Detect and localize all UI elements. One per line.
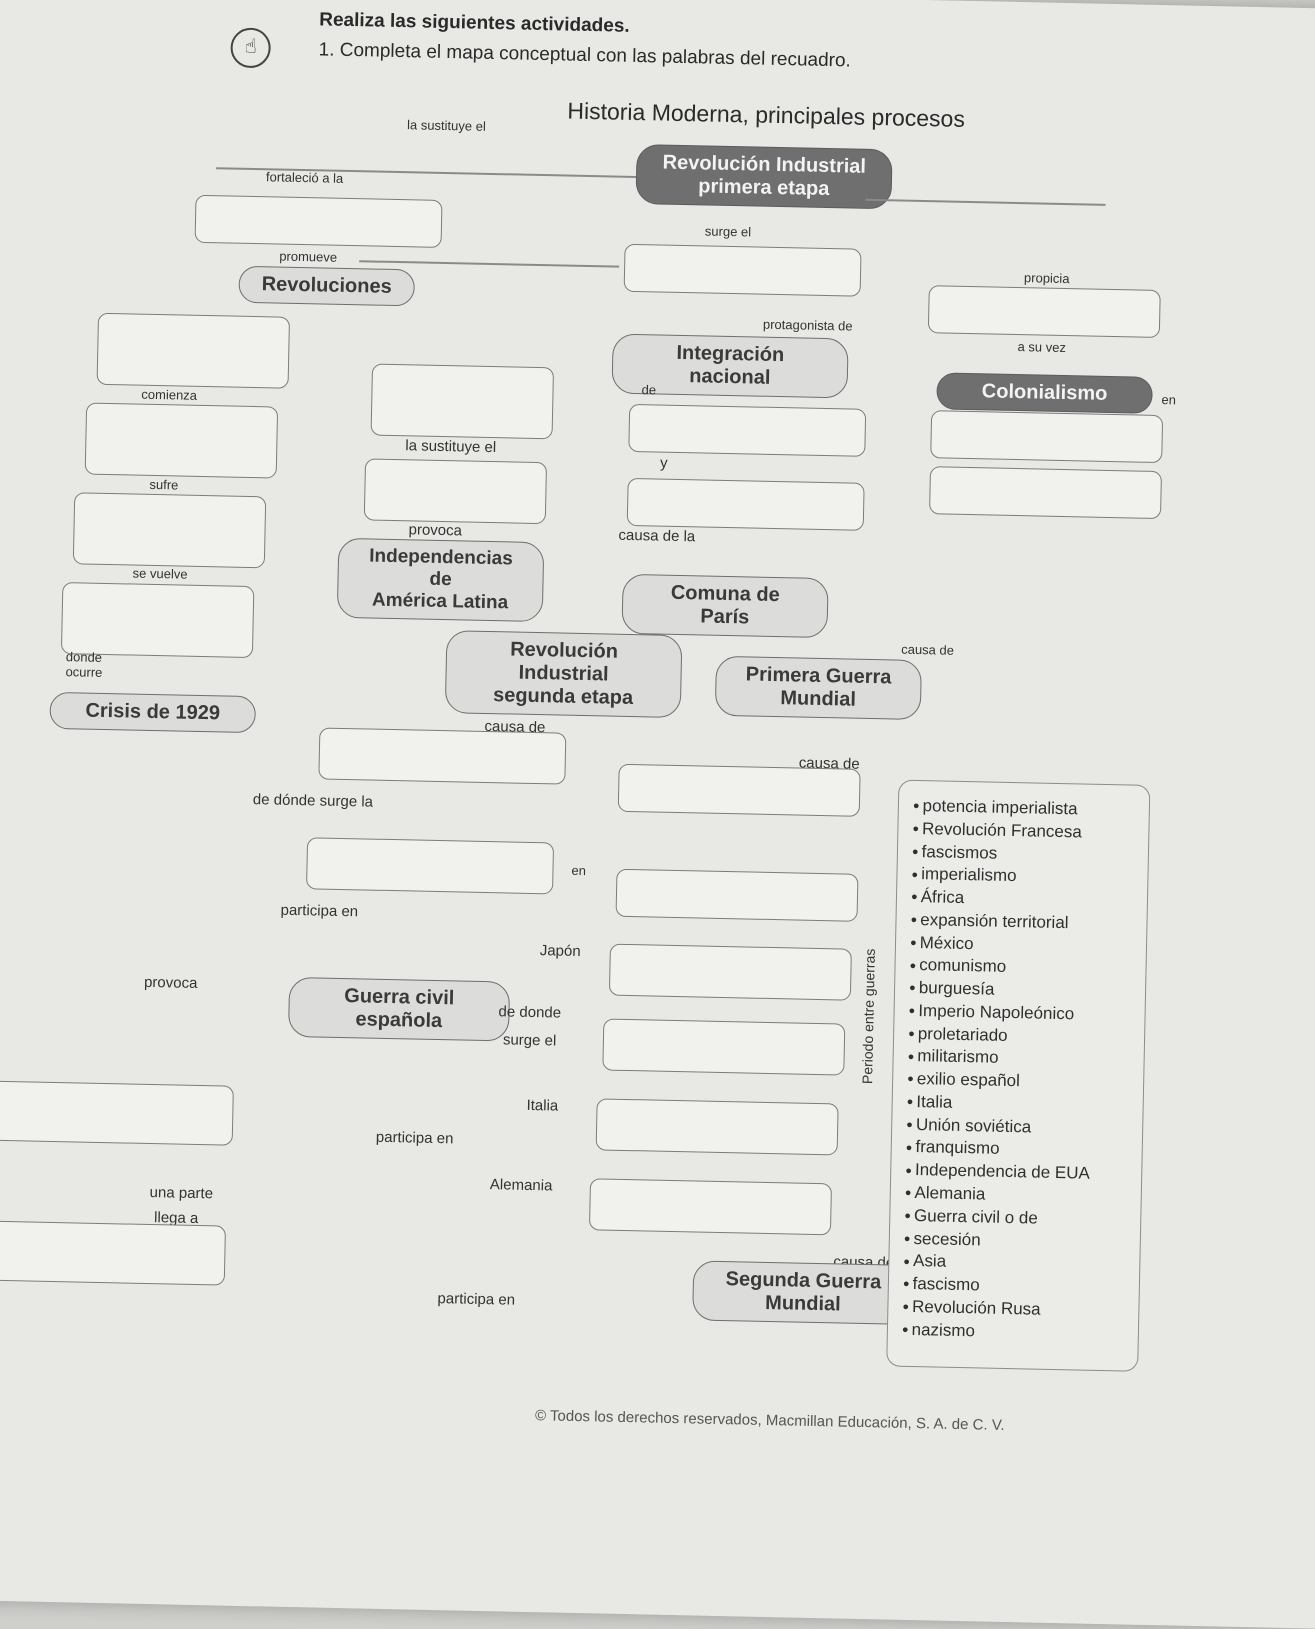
connector-la-sustituye-el: la sustituye el — [405, 437, 497, 457]
blank-box-23[interactable] — [0, 1220, 226, 1286]
map-title: Historia Moderna, principales procesos — [567, 97, 966, 132]
blank-box-19[interactable] — [602, 1018, 846, 1076]
node-comuna-paris: Comuna de París — [621, 573, 829, 639]
word-bank: potencia imperialistaRevolución Francesa… — [886, 779, 1151, 1372]
blank-box-11[interactable] — [626, 477, 865, 531]
connector-comienza: comienza — [141, 386, 198, 403]
blank-box-14[interactable] — [318, 727, 567, 785]
blank-box-5[interactable] — [84, 402, 279, 479]
node-revolucion-industrial-2: Revolución Industrial segunda etapa — [444, 630, 683, 719]
connector-japon: Japón — [539, 942, 581, 960]
node-segunda-guerra: Segunda Guerra Mundial — [692, 1260, 915, 1326]
connector-italia: Italia — [526, 1096, 559, 1115]
connector-fortalecio: fortaleció a la — [265, 169, 344, 186]
node-colonialismo: Colonialismo — [936, 372, 1153, 414]
blank-box-12[interactable] — [930, 410, 1164, 464]
blank-box-2[interactable] — [623, 243, 862, 297]
blank-box-21[interactable] — [0, 1080, 234, 1146]
blank-box-13[interactable] — [929, 466, 1162, 520]
connector-propicia: propicia — [1023, 270, 1070, 287]
blank-box-7[interactable] — [60, 582, 255, 659]
connector-participa-en-2: participa en — [375, 1128, 454, 1148]
connector-causa-de-right: causa de — [901, 641, 955, 658]
node-rev-ind-1-line1: Revolución Industrial — [662, 151, 867, 178]
node-primera-guerra-line1: Primera Guerra — [745, 663, 892, 689]
connector-ocurre: ocurre — [65, 664, 103, 680]
connector-surge-el-2: surge el — [502, 1031, 557, 1050]
node-rev-ind-2-line2: segunda etapa — [492, 684, 634, 710]
connector-participa-en-1: participa en — [280, 901, 359, 921]
blank-box-9[interactable] — [363, 458, 548, 525]
connector-causa-de-la: causa de la — [618, 526, 696, 546]
connector-line — [865, 198, 1106, 206]
node-crisis-1929: Crisis de 1929 — [49, 691, 257, 734]
connector-provoca-mid: provoca — [408, 521, 463, 540]
activity-text: 1. Completa el mapa conceptual con las p… — [318, 39, 852, 72]
blank-box-8[interactable] — [370, 363, 555, 440]
connector-alemania: Alemania — [489, 1176, 553, 1195]
connector-protagonista-de: protagonista de — [762, 316, 853, 334]
node-rev-ind-2-line1: Revolución Industrial — [509, 638, 619, 686]
node-guerra-civil-line2: española — [355, 1008, 443, 1033]
node-revoluciones: Revoluciones — [238, 265, 416, 307]
blank-box-15[interactable] — [617, 763, 861, 817]
connector-line — [359, 260, 620, 268]
connector-la-sustituye-el-top: la sustituye el — [406, 117, 486, 134]
node-rev-ind-1-line2: primera etapa — [698, 175, 830, 201]
blank-box-6[interactable] — [72, 492, 267, 569]
node-primera-guerra: Primera Guerra Mundial — [714, 655, 922, 721]
node-guerra-civil: Guerra civil española — [287, 976, 511, 1042]
node-revolucion-industrial-1: Revolución Industrial primera etapa — [635, 143, 893, 210]
connector-y: y — [659, 454, 668, 472]
blank-box-4[interactable] — [96, 312, 291, 389]
connector-sufre: sufre — [149, 476, 179, 493]
connector-donde: donde — [65, 649, 103, 665]
connector-en-right: en — [1161, 392, 1177, 408]
periodo-entre-guerras-label: Periodo entre guerras — [859, 948, 878, 1085]
hand-pointer-icon: ☝ — [230, 27, 272, 69]
connector-de-donde: de donde — [498, 1003, 562, 1022]
blank-box-18[interactable] — [608, 943, 852, 1001]
blank-box-16[interactable] — [306, 837, 555, 895]
connector-una-parte: una parte — [149, 1184, 214, 1203]
blank-box-1[interactable] — [194, 194, 443, 248]
connector-promueve: promueve — [279, 248, 338, 265]
node-independencias: Independencias de América Latina — [336, 537, 545, 622]
connector-en-mid: en — [571, 862, 587, 879]
node-segunda-guerra-line2: Mundial — [764, 1291, 841, 1316]
connector-provoca-left: provoca — [143, 973, 198, 992]
copyright-footer: © Todos los derechos reservados, Macmill… — [534, 1407, 1005, 1434]
instruction-text: Realiza las siguientes actividades. — [319, 9, 630, 37]
blank-box-17[interactable] — [615, 868, 859, 922]
blank-box-20[interactable] — [595, 1098, 839, 1156]
connector-de-donde-surge-la: de dónde surge la — [252, 791, 374, 811]
word-bank-list: potencia imperialistaRevolución Francesa… — [888, 795, 1149, 1346]
blank-box-10[interactable] — [628, 403, 867, 457]
node-independencias-line2: América Latina — [371, 589, 509, 614]
node-primera-guerra-line2: Mundial — [780, 687, 857, 711]
word-bank-item: nazismo — [902, 1318, 1138, 1346]
connector-a-su-vez: a su vez — [1017, 339, 1067, 356]
node-segunda-guerra-line1: Segunda Guerra — [725, 1268, 882, 1294]
connector-participa-en-3: participa en — [437, 1290, 516, 1309]
connector-surge-el: surge el — [704, 223, 752, 240]
connector-de: de — [641, 382, 657, 398]
connector-se-vuelve: se vuelve — [132, 565, 188, 582]
blank-box-3[interactable] — [927, 285, 1161, 338]
blank-box-22[interactable] — [588, 1178, 832, 1236]
node-independencias-line1: Independencias de — [368, 545, 514, 591]
